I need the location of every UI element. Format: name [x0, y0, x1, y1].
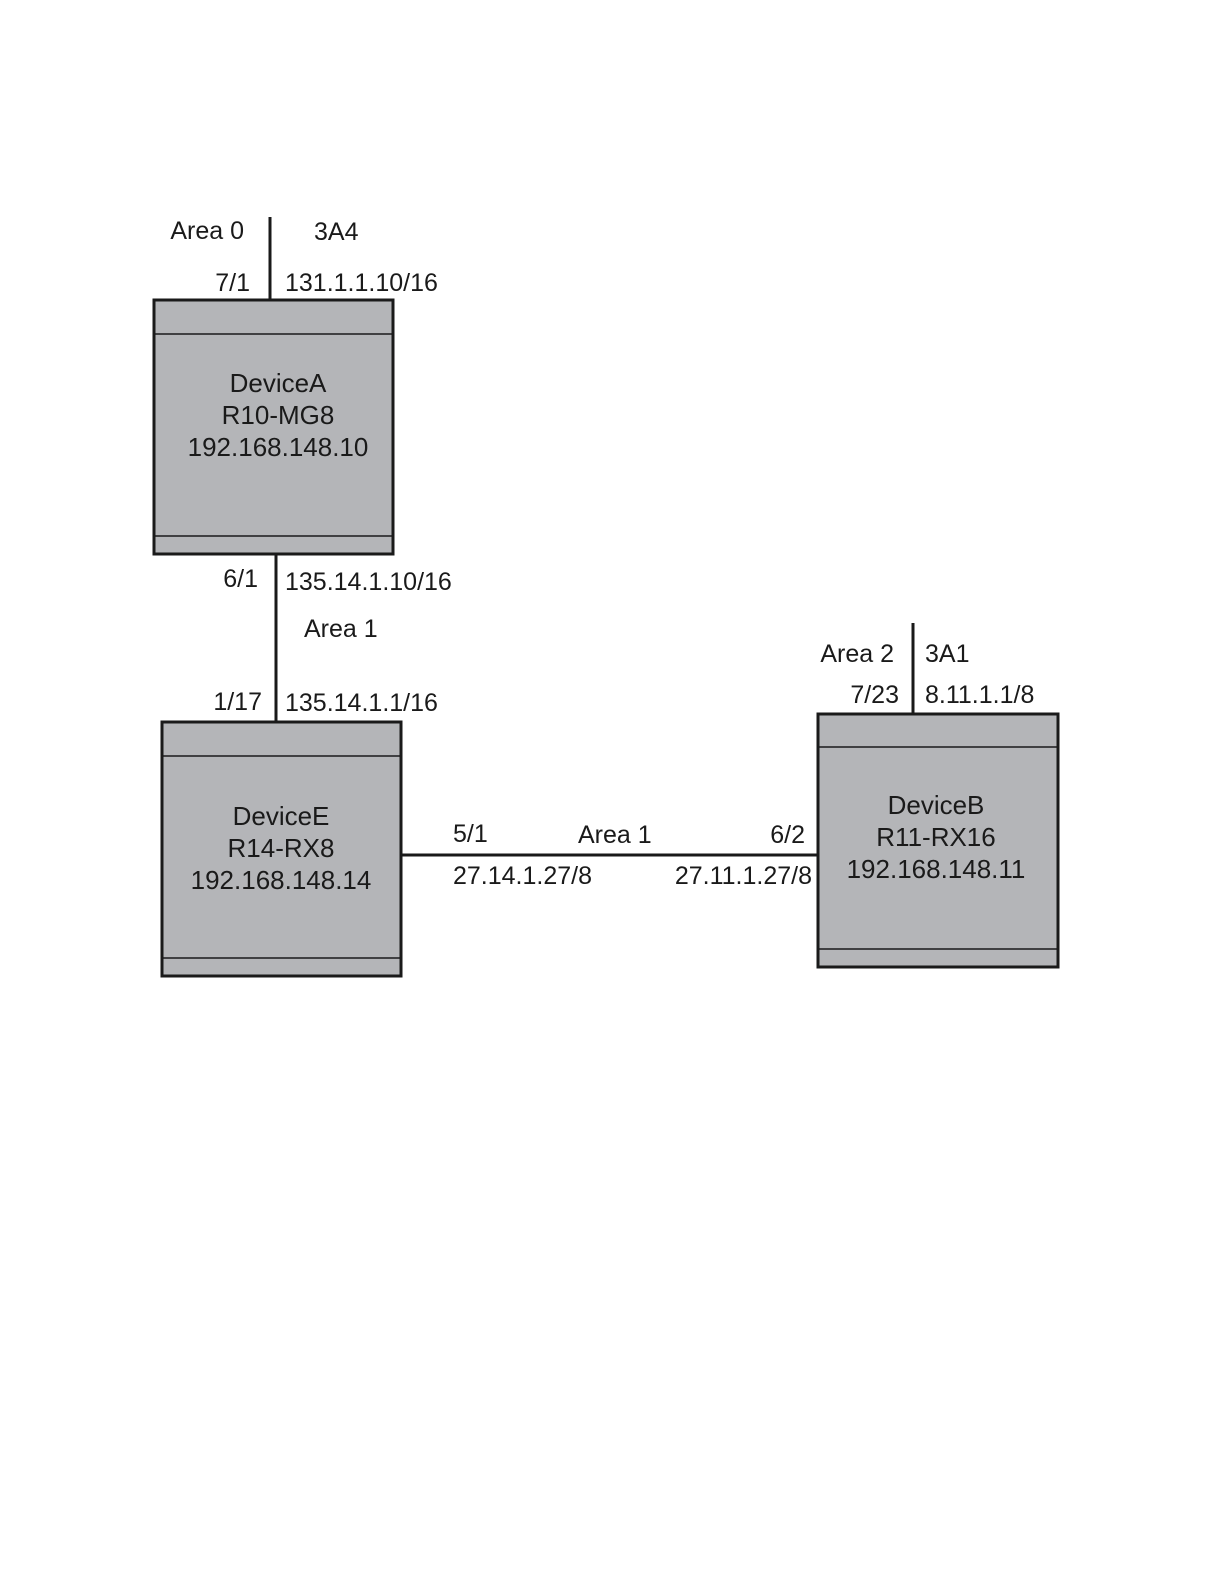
- device-b-model: R11-RX16: [876, 822, 995, 852]
- port-label-e-to-b: 5/1: [453, 820, 488, 848]
- area-label-e-b: Area 1: [578, 821, 652, 849]
- device-a-name: DeviceA: [230, 368, 327, 398]
- ip-label-a-uplink: 131.1.1.10/16: [285, 269, 438, 297]
- port-label-a-to-e: 6/1: [223, 565, 258, 593]
- ip-label-e-to-b: 27.14.1.27/8: [453, 862, 592, 890]
- area-label-b-uplink: Area 2: [820, 640, 894, 668]
- ip-label-a-to-e: 135.14.1.10/16: [285, 568, 452, 596]
- device-e[interactable]: DeviceE R14-RX8 192.168.148.14: [162, 722, 401, 976]
- port-label-b-uplink: 7/23: [850, 681, 899, 709]
- port-label-b-to-e: 6/2: [770, 821, 805, 849]
- device-e-ip: 192.168.148.14: [191, 865, 372, 895]
- device-a[interactable]: DeviceA R10-MG8 192.168.148.10: [154, 300, 393, 554]
- port-label-e-to-a: 1/17: [213, 688, 262, 716]
- port-label-a-uplink: 7/1: [215, 269, 250, 297]
- device-e-model: R14-RX8: [228, 833, 335, 863]
- network-label-b-uplink: 3A1: [925, 640, 969, 668]
- area-label-a-e: Area 1: [304, 615, 378, 643]
- device-a-ip: 192.168.148.10: [188, 432, 369, 462]
- device-b-name: DeviceB: [888, 790, 985, 820]
- area-label-a-uplink: Area 0: [170, 217, 244, 245]
- ip-label-e-to-a: 135.14.1.1/16: [285, 689, 438, 717]
- device-a-model: R10-MG8: [222, 400, 335, 430]
- network-label-a-uplink: 3A4: [314, 218, 359, 246]
- device-b-ip: 192.168.148.11: [847, 854, 1026, 884]
- device-e-name: DeviceE: [233, 801, 330, 831]
- ip-label-b-to-e: 27.11.1.27/8: [675, 862, 812, 890]
- ip-label-b-uplink: 8.11.1.1/8: [925, 681, 1034, 709]
- device-b[interactable]: DeviceB R11-RX16 192.168.148.11: [818, 714, 1058, 967]
